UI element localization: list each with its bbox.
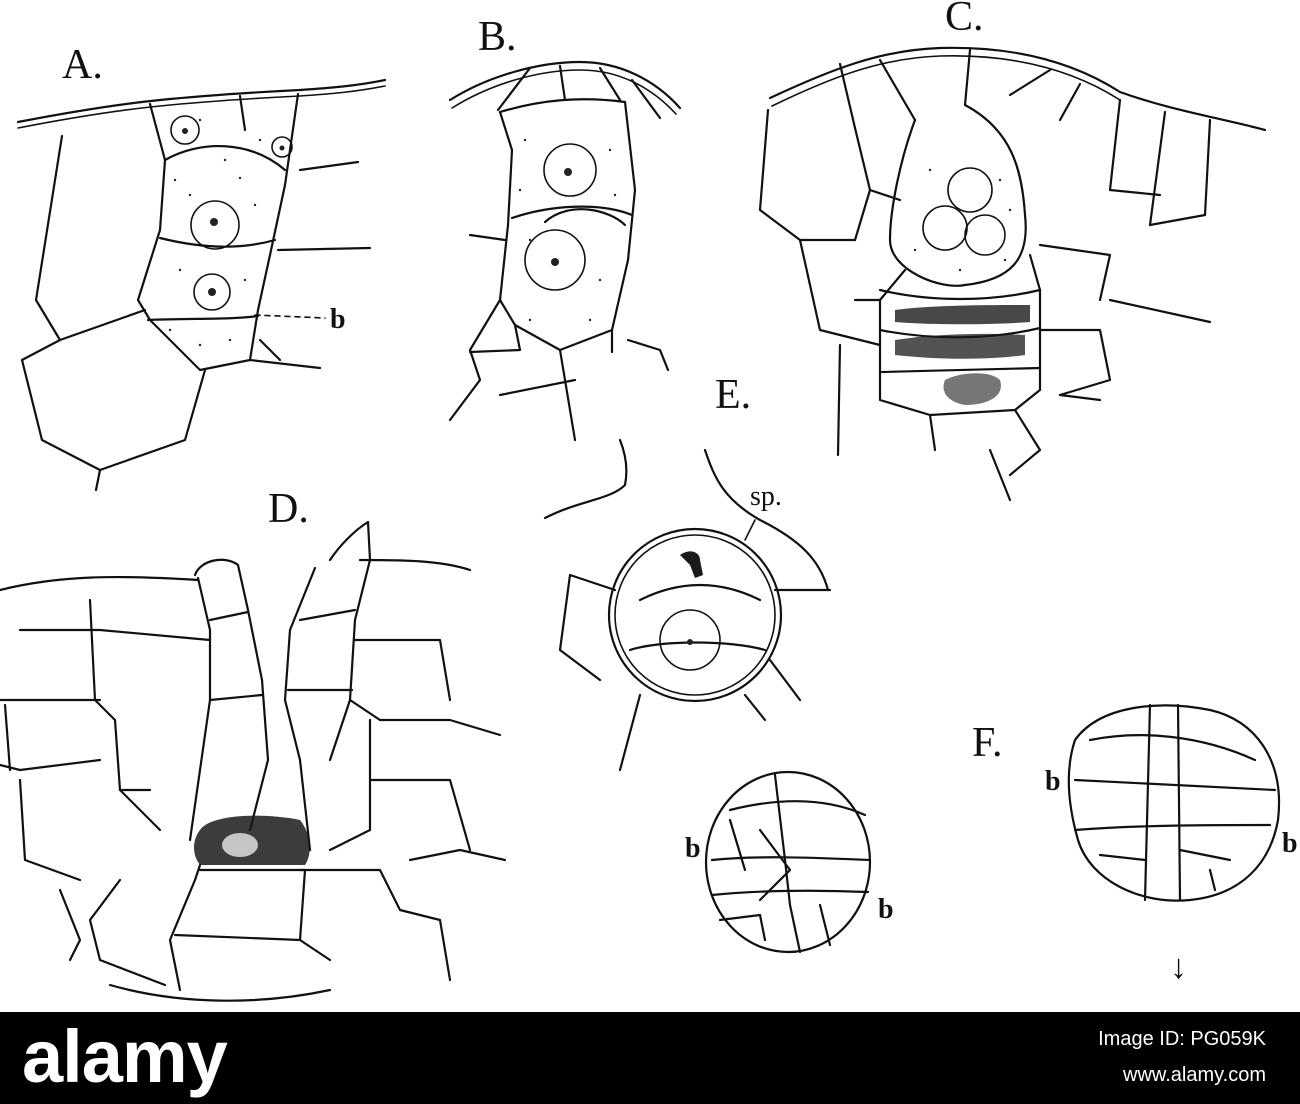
panel-f: F. b b b b ↓	[685, 703, 1298, 986]
f1-right-b: b	[878, 894, 894, 925]
panel-c-label: C.	[945, 0, 984, 40]
panel-e-label: E.	[715, 372, 751, 418]
panel-e-sp-label: sp.	[750, 481, 782, 512]
panel-b: B.	[448, 14, 682, 442]
panel-c: C.	[758, 0, 1267, 502]
site-url-text: www.alamy.com	[1123, 1064, 1266, 1086]
panel-d-label: D.	[268, 486, 309, 532]
panel-a: A. b	[16, 42, 387, 492]
image-id-text: Image ID: PG059K	[1098, 1028, 1266, 1050]
panel-a-b-label: b	[330, 304, 346, 335]
f2-left-b: b	[1045, 766, 1061, 797]
watermark-footer: alamy Image ID: PG059K www.alamy.com	[0, 1012, 1300, 1104]
embryo-left: b b	[685, 770, 894, 954]
panel-e: E. sp.	[543, 372, 832, 772]
alamy-logo: alamy	[22, 1015, 228, 1098]
panel-f-label: F.	[972, 720, 1003, 766]
panel-b-label: B.	[478, 14, 517, 60]
f2-right-b: b	[1282, 828, 1298, 859]
f-arrow: ↓	[1170, 949, 1187, 986]
embryo-right: b b	[1045, 703, 1298, 902]
panel-a-label: A.	[62, 42, 103, 88]
botanical-figure: A. b	[0, 0, 1298, 1002]
panel-d: D.	[0, 486, 507, 1002]
f1-left-b: b	[685, 833, 701, 864]
